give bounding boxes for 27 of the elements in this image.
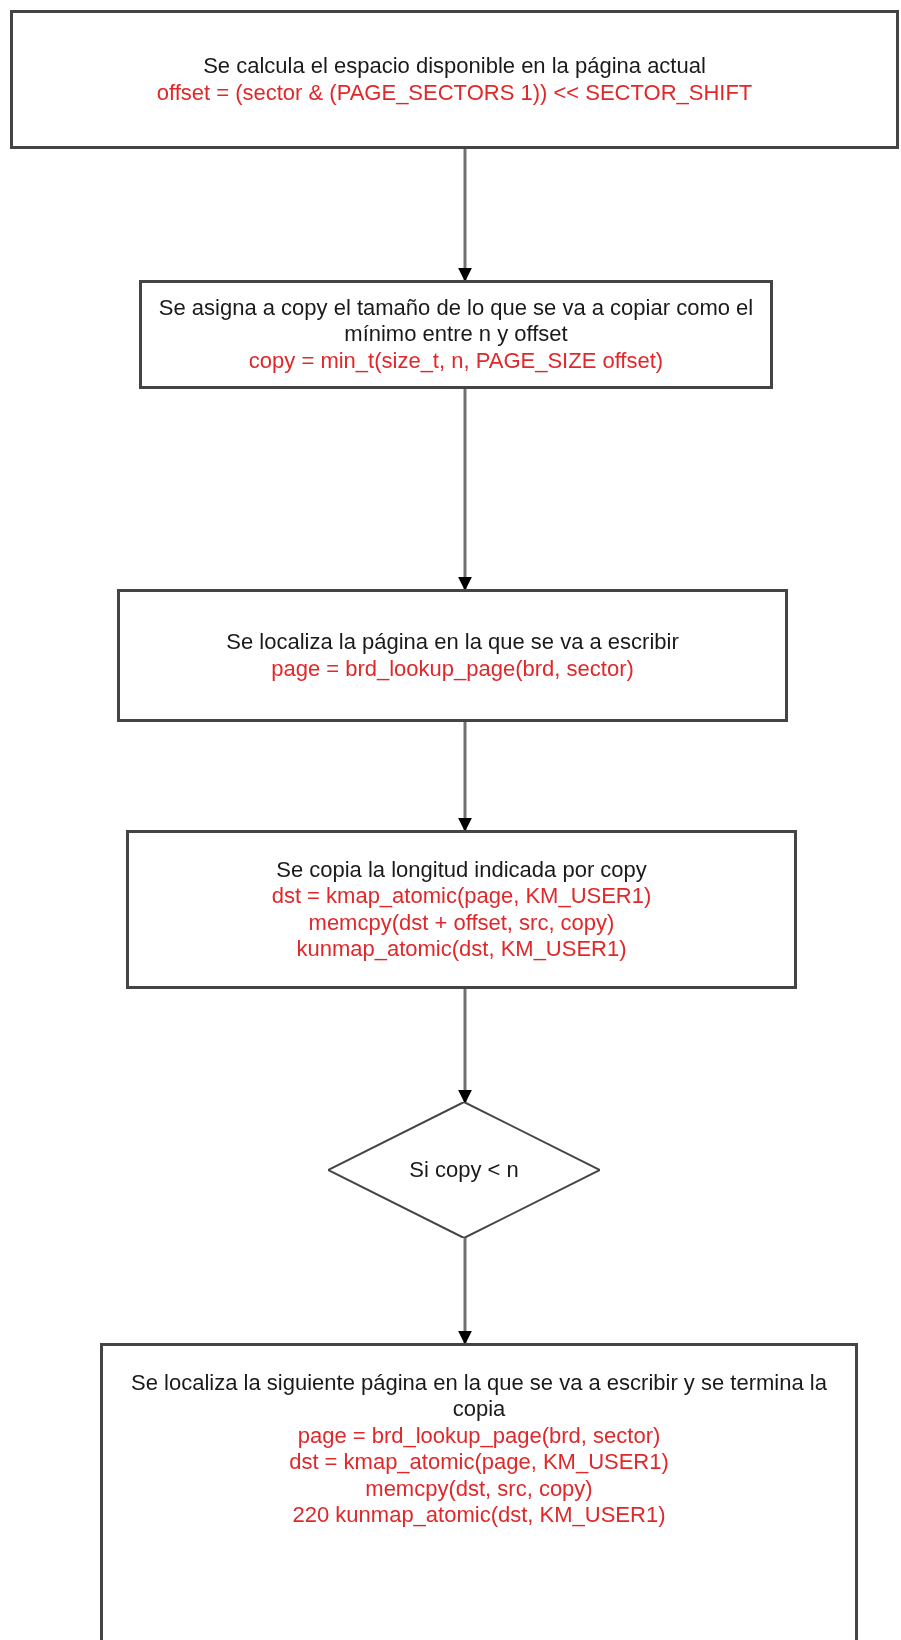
- code-line: kunmap_atomic(dst, KM_USER1): [296, 935, 627, 963]
- code-line: memcpy(dst, src, copy): [365, 1475, 593, 1502]
- arrow: [458, 149, 472, 282]
- code-line: dst = kmap_atomic(page, KM_USER1): [271, 883, 652, 910]
- arrow: [458, 389, 472, 591]
- arrow: [458, 989, 472, 1104]
- step-description: Se calcula el espacio disponible en la página actual: [203, 53, 706, 80]
- code-line: copy = min_t(size_t, n, PAGE_SIZE offset): [248, 347, 664, 375]
- step-description: Se localiza la siguiente página en la que se va a escribir y se termina la copia: [130, 1370, 828, 1423]
- process-box: [100, 1343, 858, 1640]
- code-line: offset = (sector & (PAGE_SECTORS 1)) << SECTOR_SHIFT: [156, 79, 753, 106]
- code-line: page = brd_lookup_page(brd, sector): [297, 1422, 661, 1450]
- decision-diamond: [328, 1102, 600, 1238]
- process-box: [126, 830, 797, 989]
- step-description: Si copy < n: [409, 1156, 519, 1184]
- process-box: [10, 10, 899, 149]
- code-line: 220 kunmap_atomic(dst, KM_USER1): [292, 1501, 666, 1529]
- step-description: Se localiza la página en la que se va a escribir: [226, 629, 679, 656]
- step-description: Se asigna a copy el tamaño de lo que se va a copiar como el mínimo entre n y offset: [157, 294, 755, 348]
- code-line: memcpy(dst + offset, src, copy): [308, 909, 615, 936]
- process-box: [117, 589, 788, 722]
- code-line: dst = kmap_atomic(page, KM_USER1): [289, 1449, 669, 1476]
- process-box: [139, 280, 773, 389]
- arrow: [458, 1238, 472, 1345]
- arrow: [458, 722, 472, 832]
- step-description: Se copia la longitud indicada por copy: [276, 856, 647, 884]
- code-line: page = brd_lookup_page(brd, sector): [271, 655, 634, 682]
